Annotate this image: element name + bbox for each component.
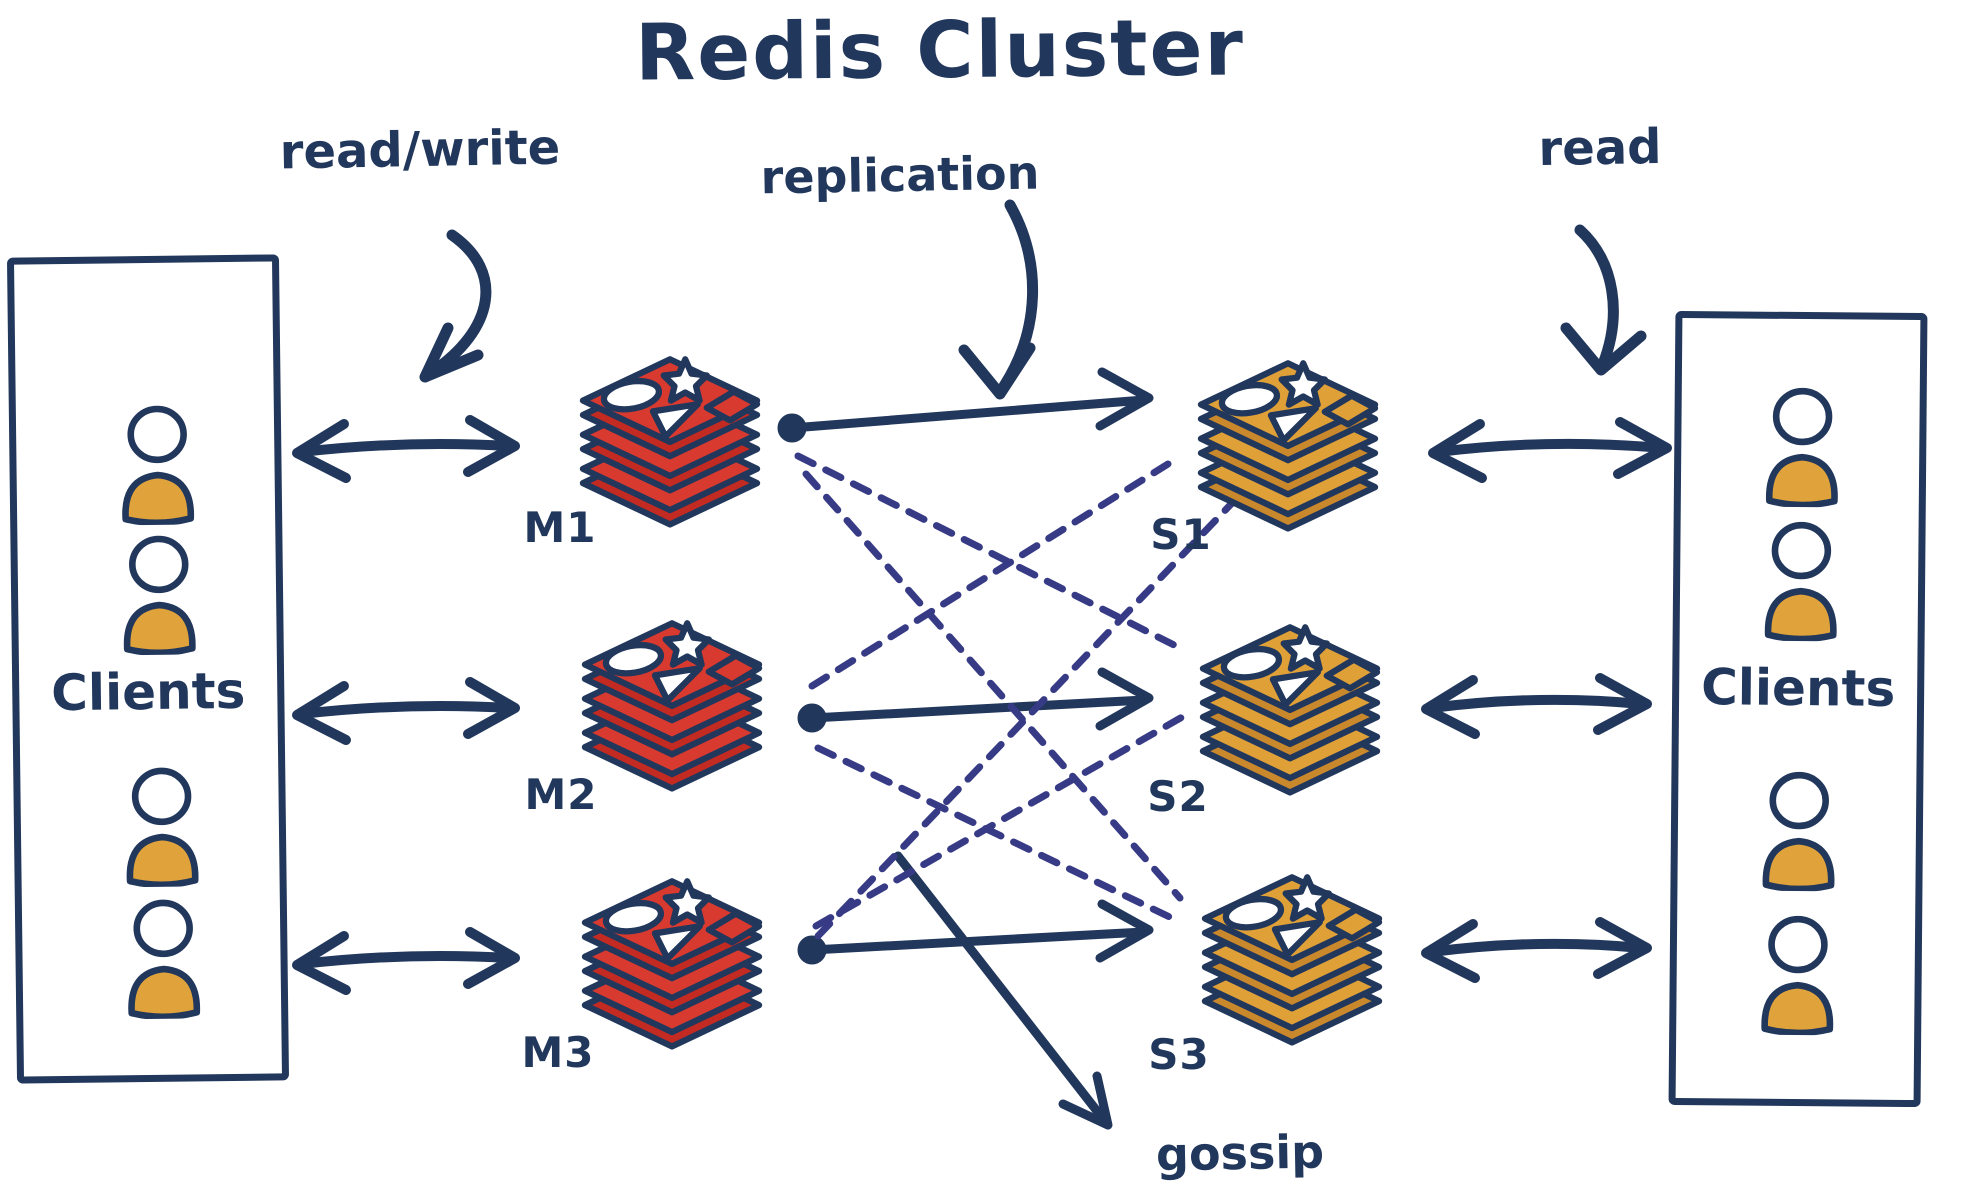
redis-replica-stack-icon xyxy=(1188,854,1396,1046)
diagram-title: Redis Cluster xyxy=(634,3,1246,99)
m1-s3-dashed-link xyxy=(802,470,1184,902)
clients-m2-arrow xyxy=(292,677,520,745)
redis-master-stack-icon xyxy=(568,600,776,792)
right-clients-box: Clients xyxy=(1668,310,1928,1108)
person-icon xyxy=(108,400,204,525)
person-icon xyxy=(1752,517,1847,642)
master-m3-label: M3 xyxy=(521,1028,595,1077)
clients-m3-arrow xyxy=(292,927,520,995)
replica-s3-label: S3 xyxy=(1148,1030,1210,1079)
left-clients-label: Clients xyxy=(50,661,246,723)
redis-master-stack-icon xyxy=(566,336,774,528)
master-m1-label: M1 xyxy=(523,503,597,552)
read-arrow xyxy=(1560,224,1647,376)
read-write-arrow xyxy=(419,229,492,383)
right-clients-label: Clients xyxy=(1700,658,1896,718)
person-icon xyxy=(112,762,208,887)
left-clients-box: Clients xyxy=(6,254,290,1084)
s1-clients-arrow xyxy=(1428,417,1672,483)
person-icon xyxy=(114,894,210,1019)
gossip-label: gossip xyxy=(1155,1124,1325,1182)
m2-s2-replication-link xyxy=(797,667,1154,733)
m1-s2-dashed-link xyxy=(794,452,1184,652)
person-icon xyxy=(1753,383,1848,508)
s3-clients-arrow xyxy=(1421,917,1652,983)
clients-m1-arrow xyxy=(292,415,520,483)
replication-label: replication xyxy=(760,145,1040,205)
read-write-label: read/write xyxy=(279,119,561,181)
master-m2-label: M2 xyxy=(524,770,598,819)
m3-s3-replication-link xyxy=(797,899,1154,965)
s2-clients-arrow xyxy=(1421,673,1652,739)
person-icon xyxy=(109,530,205,655)
person-icon xyxy=(1748,911,1843,1036)
redis-replica-stack-icon xyxy=(1184,340,1392,532)
gossip-arrow xyxy=(893,851,1113,1130)
person-icon xyxy=(1749,767,1844,892)
m1-s1-replication-link xyxy=(777,367,1154,443)
replication-arrow xyxy=(958,199,1039,400)
m2-s1-dashed-link xyxy=(808,460,1172,690)
redis-master-stack-icon xyxy=(568,858,776,1050)
m3-s2-dashed-link xyxy=(812,712,1188,930)
read-label: read xyxy=(1538,118,1662,178)
redis-replica-stack-icon xyxy=(1186,604,1394,796)
replica-s1-label: S1 xyxy=(1150,510,1212,559)
replica-s2-label: S2 xyxy=(1147,772,1209,821)
